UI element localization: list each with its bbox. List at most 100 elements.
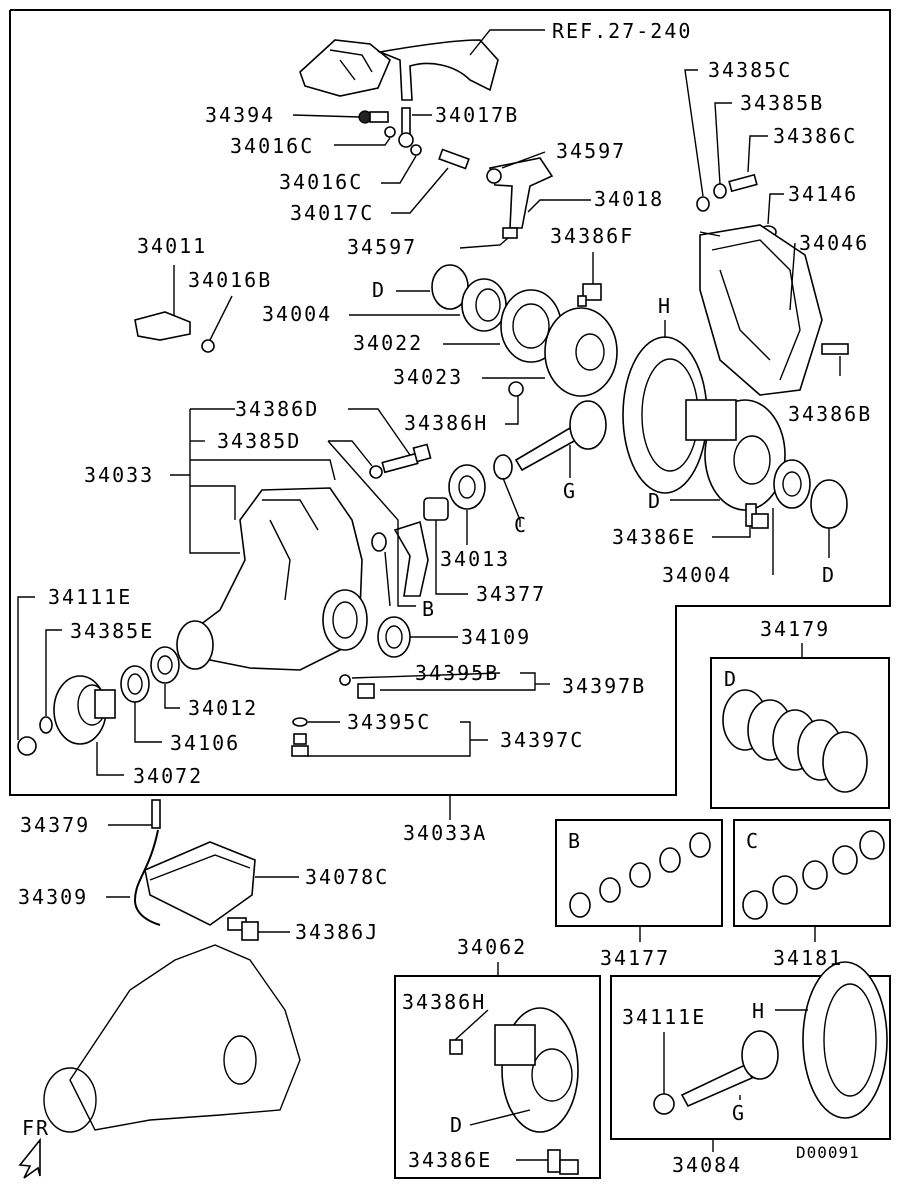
label-34179: 34179 bbox=[760, 617, 830, 641]
label-34397b: 34397B bbox=[562, 674, 646, 698]
washer-34385c-drawing bbox=[696, 196, 710, 212]
label-g-2: G bbox=[732, 1101, 746, 1125]
label-34016c-b: 34016C bbox=[279, 170, 363, 194]
nut-34111e-drawing bbox=[17, 736, 37, 756]
label-34386d: 34386D bbox=[235, 397, 319, 421]
housing-silhouette-drawing bbox=[43, 944, 301, 1133]
cover-34046-drawing bbox=[699, 224, 823, 396]
label-34018: 34018 bbox=[594, 187, 664, 211]
label-34386h-b: 34386H bbox=[402, 990, 486, 1014]
main-assembly-frame bbox=[9, 9, 891, 796]
label-34385d: 34385D bbox=[217, 429, 301, 453]
seal-34106-drawing bbox=[120, 665, 150, 703]
label-34011: 34011 bbox=[137, 234, 207, 258]
label-34106: 34106 bbox=[170, 731, 240, 755]
callout-labels: REF.27-240 34394 34017B 34016C 34597 340… bbox=[18, 19, 872, 1177]
hose-34018-drawing bbox=[488, 157, 554, 229]
bracket-34078c-drawing bbox=[144, 841, 256, 926]
label-d-3: D bbox=[822, 563, 836, 587]
washer-34385d-drawing bbox=[369, 465, 383, 479]
label-d-5: D bbox=[450, 1113, 464, 1137]
bolt-34386f-drawing bbox=[577, 283, 602, 307]
label-34004-b: 34004 bbox=[662, 563, 732, 587]
case-34062-drawing bbox=[449, 1007, 579, 1175]
label-34023: 34023 bbox=[393, 365, 463, 389]
label-34597-a: 34597 bbox=[556, 139, 626, 163]
label-fr: FR bbox=[22, 1116, 50, 1140]
spacer-34377-drawing bbox=[423, 497, 449, 521]
breather-34011-drawing bbox=[134, 311, 215, 353]
label-34386h-a: 34386H bbox=[404, 411, 488, 435]
label-34386b: 34386B bbox=[788, 402, 872, 426]
box-34181-frame bbox=[733, 819, 891, 927]
label-34012: 34012 bbox=[188, 696, 258, 720]
plate-34023-drawing bbox=[544, 307, 618, 397]
label-34385e: 34385E bbox=[70, 619, 154, 643]
label-34109: 34109 bbox=[461, 625, 531, 649]
label-34111e-b: 34111E bbox=[622, 1005, 706, 1029]
bolt-34394-drawing bbox=[358, 110, 389, 124]
label-34385c: 34385C bbox=[708, 58, 792, 82]
label-g-1: G bbox=[563, 479, 577, 503]
flange-34072-drawing bbox=[53, 675, 116, 745]
label-34078c: 34078C bbox=[305, 865, 389, 889]
gearset-34084-drawing bbox=[653, 961, 888, 1119]
washer-34385b-drawing bbox=[713, 183, 727, 199]
bearing-34012-drawing bbox=[150, 646, 180, 684]
shims-34181-drawing bbox=[742, 830, 885, 920]
label-d-4: D bbox=[724, 667, 738, 691]
bolt-34386e-drawing bbox=[745, 503, 769, 529]
bolt-34386c-drawing bbox=[728, 173, 758, 193]
spacer-b-drawing bbox=[371, 532, 387, 552]
label-34017c: 34017C bbox=[290, 201, 374, 225]
plug-34395c-drawing bbox=[291, 717, 309, 757]
label-34146: 34146 bbox=[788, 182, 858, 206]
bearing-34004-drawing bbox=[431, 264, 507, 332]
label-34597-b: 34597 bbox=[347, 235, 417, 259]
label-34062: 34062 bbox=[457, 935, 527, 959]
seal-34109-drawing bbox=[377, 616, 411, 658]
label-34395b: 34395B bbox=[415, 661, 499, 685]
shims-34179-drawing bbox=[722, 689, 868, 793]
clip-34597-drawing bbox=[486, 168, 518, 239]
label-c-2: C bbox=[746, 829, 760, 853]
label-diagram-code: D00091 bbox=[796, 1143, 860, 1162]
washer-34016c-drawing bbox=[384, 126, 422, 156]
front-arrow-icon bbox=[18, 1137, 41, 1179]
washer-34385e-drawing bbox=[39, 716, 53, 734]
spacer-c-drawing bbox=[493, 454, 513, 480]
label-34394: 34394 bbox=[205, 103, 275, 127]
ref-assembly-drawing bbox=[299, 39, 499, 101]
label-34379: 34379 bbox=[20, 813, 90, 837]
label-h-1: H bbox=[658, 294, 672, 318]
label-c-1: C bbox=[514, 513, 528, 537]
label-34377: 34377 bbox=[476, 582, 546, 606]
label-34013: 34013 bbox=[440, 547, 510, 571]
bolt-34386b-drawing bbox=[821, 343, 849, 355]
bearing-34013-drawing bbox=[448, 464, 486, 510]
label-34386e-b: 34386E bbox=[408, 1148, 492, 1172]
pinion-g-drawing bbox=[514, 400, 607, 472]
label-d-1: D bbox=[372, 278, 386, 302]
label-h-2: H bbox=[752, 999, 766, 1023]
label-34016b: 34016B bbox=[188, 268, 272, 292]
union-34017c-drawing bbox=[438, 148, 470, 170]
label-34386e-a: 34386E bbox=[612, 525, 696, 549]
vent-34379-drawing bbox=[151, 799, 161, 829]
bolt-34386d-drawing bbox=[381, 443, 432, 474]
label-34177: 34177 bbox=[600, 946, 670, 970]
label-34386j: 34386J bbox=[295, 920, 379, 944]
label-34033a: 34033A bbox=[403, 821, 487, 845]
label-34084: 34084 bbox=[672, 1153, 742, 1177]
label-34309: 34309 bbox=[18, 885, 88, 909]
label-34395c: 34395C bbox=[347, 710, 431, 734]
label-34386c: 34386C bbox=[773, 124, 857, 148]
label-34385b: 34385B bbox=[740, 91, 824, 115]
leader-lines bbox=[17, 29, 841, 1161]
label-b-2: B bbox=[568, 829, 582, 853]
box-34177-frame bbox=[555, 819, 723, 927]
label-34111e-a: 34111E bbox=[48, 585, 132, 609]
shim-d-right-drawing bbox=[810, 479, 848, 529]
box-34084-frame bbox=[610, 975, 891, 1140]
